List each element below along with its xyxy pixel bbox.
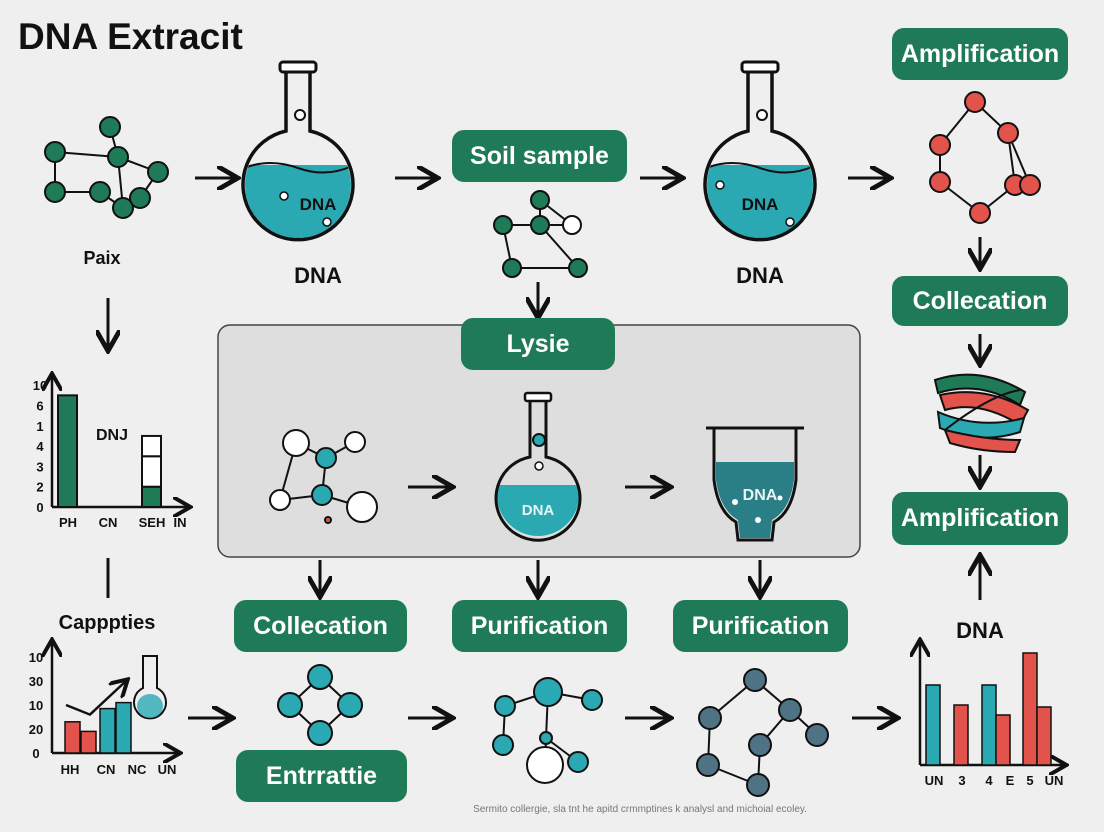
y-tick-label: 6 [36,399,43,414]
flask1-text: DNA [300,195,337,214]
molecules [44,91,1041,797]
y-tick-label: 10 [29,698,43,713]
page-title: DNA Extracit [18,16,243,57]
y-tick-label: 30 [29,674,43,689]
step-purification-2: Purification [673,600,848,652]
footer-caption: Sermito collergie, sla tnt he apitd crmm… [473,804,807,815]
flask2-text: DNA [742,195,779,214]
x-tick-label: 5 [1026,773,1033,788]
x-tick-label: HH [61,762,80,777]
x-tick-label: CN [97,762,116,777]
flow-arrows [108,178,980,718]
step-amplification-bottom: Amplification [892,492,1068,545]
bar [995,714,1011,766]
y-tick-label: 1 [36,419,43,434]
flask1-label: DNA [294,263,342,288]
flask-icon: DNA [703,60,817,242]
chart1-title: DNJ [96,427,128,444]
bar [64,721,81,754]
x-tick-label: NC [128,762,147,777]
y-tick-label: 20 [29,722,43,737]
step-lysis: Lysie [461,318,615,370]
beaker-icon: DNA [706,426,804,542]
beaker-text: DNA [743,487,778,504]
y-tick-label: 2 [36,480,43,495]
x-tick-label: PH [59,515,77,530]
y-tick-label: 3 [36,459,43,474]
molecule-icon [44,116,169,219]
x-tick-label: UN [158,762,177,777]
molecule-icon [696,668,829,797]
bar [981,684,997,766]
y-tick-label: 10 [29,650,43,665]
y-tick-label: 4 [36,439,44,454]
bar [1036,706,1052,766]
bar [115,701,132,754]
x-tick-label: SEH [139,515,166,530]
molecule-icon [493,190,588,278]
y-tick-label: 0 [32,746,39,761]
bar [99,707,116,754]
x-tick-label: UN [1045,773,1064,788]
dna-helix-icon [933,373,1030,454]
step-collecation-right: Collecation [892,276,1068,326]
bar [925,684,941,766]
panel-flask-text: DNA [522,502,555,519]
chart2-title: Capppties [58,612,156,634]
y-tick-label: 0 [36,500,43,515]
chart3-title: DNA [956,618,1004,643]
bar [141,455,162,488]
flask2-label: DNA [736,263,784,288]
x-tick-label: CN [99,515,118,530]
step-entrrattie: Entrrattie [236,750,407,802]
trend-line [65,681,126,717]
step-purification-1: Purification [452,600,627,652]
molecule-icon [269,429,378,524]
bar [57,394,78,509]
flask-icon [133,655,167,720]
bar [953,704,969,766]
molecule-icon [277,664,363,746]
molecule-label: Paix [83,248,121,268]
step-collecation: Collecation [234,600,407,652]
x-tick-label: 4 [985,773,993,788]
x-tick-label: UN [925,773,944,788]
bar [141,485,162,509]
step-soil-sample: Soil sample [452,130,627,182]
bar [80,730,97,754]
bar [141,434,162,458]
molecule-icon [492,677,603,784]
flask-liquid [137,694,163,718]
x-tick-label: IN [174,515,187,530]
bar [1022,652,1038,766]
y-tick-label: 10 [33,378,47,393]
flask-icon: DNA [241,60,355,242]
x-tick-label: E [1006,773,1015,788]
x-tick-label: 3 [958,773,965,788]
step-amplification-top: Amplification [892,28,1068,80]
molecule-icon [929,91,1041,224]
